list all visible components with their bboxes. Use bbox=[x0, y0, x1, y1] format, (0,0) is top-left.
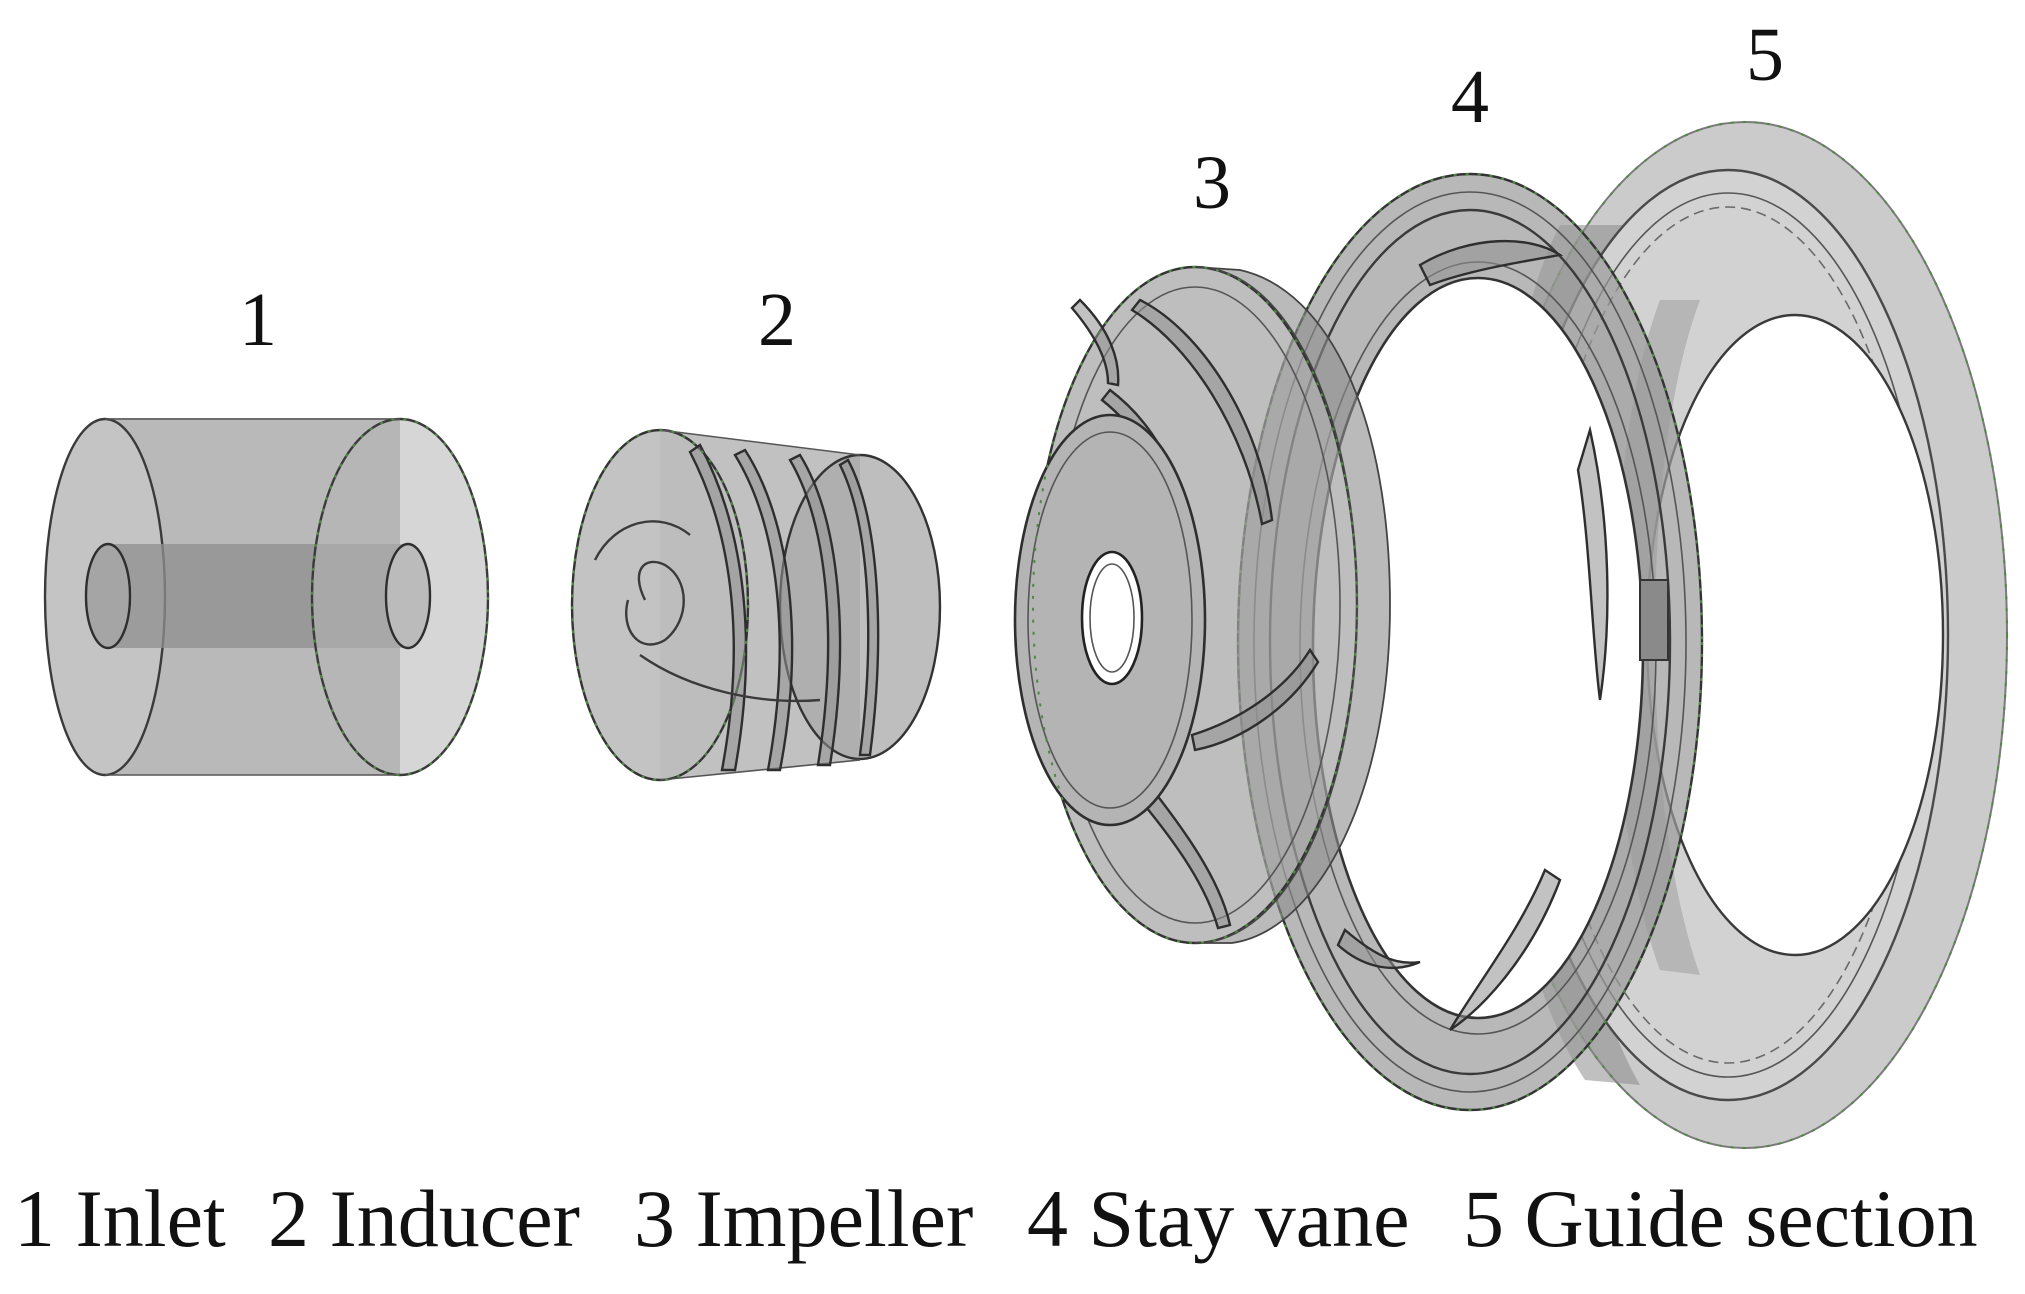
caption-inlet: 1 Inlet bbox=[14, 1173, 226, 1264]
label-number-4: 4 bbox=[1451, 55, 1489, 139]
label-number-2: 2 bbox=[758, 278, 796, 362]
impeller-part bbox=[1013, 265, 1391, 945]
inducer-part bbox=[570, 428, 942, 782]
label-number-5: 5 bbox=[1746, 13, 1784, 97]
label-number-1: 1 bbox=[239, 278, 277, 362]
label-number-3: 3 bbox=[1193, 141, 1231, 225]
caption-impeller: 3 Impeller bbox=[634, 1173, 973, 1264]
caption-guide-section: 5 Guide section bbox=[1463, 1173, 1978, 1264]
inlet-part bbox=[43, 417, 490, 777]
caption-stay-vane: 4 Stay vane bbox=[1027, 1173, 1410, 1264]
caption-inducer: 2 Inducer bbox=[268, 1173, 580, 1264]
